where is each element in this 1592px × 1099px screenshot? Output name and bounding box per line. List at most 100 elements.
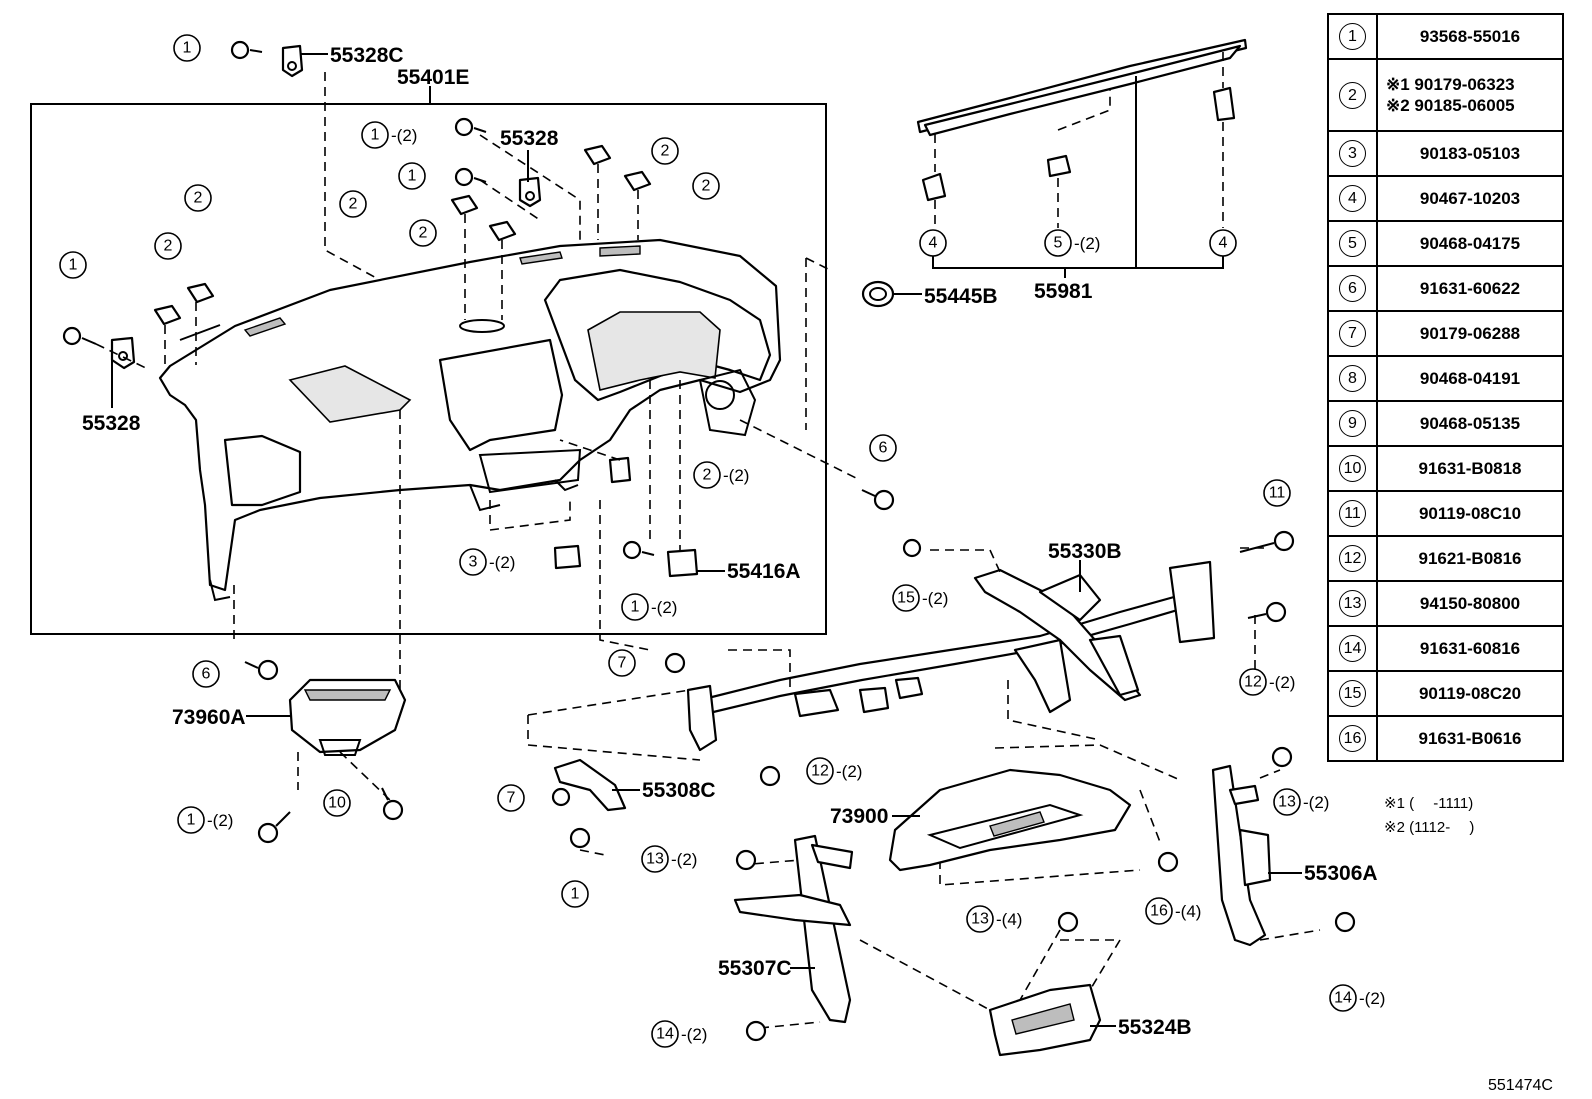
callout-number: 14 [656,1026,674,1043]
clips-55981[interactable] [921,86,1236,202]
lead-lines-55981 [934,52,1224,228]
callout-2: 2 [651,137,679,165]
callout-circle [1044,229,1072,257]
callout-circle [919,229,947,257]
parts-table-index: 12 [1327,535,1378,582]
defroster-nozzle-55981[interactable] [916,38,1248,268]
callout-circle [966,905,994,933]
callout-1: 1 [398,162,426,190]
index-circle: 14 [1339,635,1366,662]
parts-table-index: 7 [1327,310,1378,357]
callout-2: 2 [184,184,212,212]
callout-number: 2 [164,238,173,255]
callout-quantity: -(2) [391,126,417,145]
callout-number: 15 [897,590,915,607]
parts-table-part-number: 90468-04191 [1376,355,1564,402]
callout-number: 2 [194,190,203,207]
reinforcement-55330b[interactable] [686,560,1216,752]
callout-quantity: -(4) [996,910,1022,929]
callout-quantity: -(2) [651,598,677,617]
callout-14: 14-(2) [1329,984,1385,1012]
callout-4: 4 [1209,229,1237,257]
callout-2: 2 [692,172,720,200]
callout-circle [641,845,669,873]
bracket-55324b[interactable] [988,983,1102,1057]
callout-number: 7 [507,790,516,807]
nut-plates[interactable] [153,144,699,578]
parts-table-index: 16 [1327,715,1378,762]
instrument-panel-group-box [30,103,827,635]
callout-number: 4 [929,235,938,252]
instrument-panel-body[interactable] [158,238,782,602]
label-55328-left: 55328 [82,412,141,435]
callout-number: 11 [1269,485,1286,502]
callout-number: 10 [328,795,346,812]
callout-quantity: -(4) [1175,902,1201,921]
screws-lower-left[interactable] [244,489,895,844]
callout-7: 7 [608,649,636,677]
callout-circle [608,649,636,677]
lower-tray-73900[interactable] [888,768,1132,872]
parts-table-part-number: 90119-08C10 [1376,490,1564,537]
parts-table-index: 15 [1327,670,1378,717]
callout-number: 3 [469,554,478,571]
parts-table-index: 11 [1327,490,1378,537]
lead-lines-box [95,72,861,700]
callout-quantity: -(2) [723,466,749,485]
index-circle: 3 [1339,140,1366,167]
parts-table-row: 15 90119-08C20 [1327,670,1564,717]
index-circle: 8 [1339,365,1366,392]
callout-circle [693,461,721,489]
callout-circle [1209,229,1237,257]
callout-circle [173,34,201,62]
callout-number: 1 [69,257,78,274]
airbag-73960a[interactable] [288,678,407,756]
grommet-55445b[interactable] [861,280,895,308]
brace-55307c[interactable] [733,834,854,1024]
bracket-55308c[interactable] [553,758,627,812]
label-55308c: 55308C [642,779,716,802]
callout-number: 6 [202,666,211,683]
screws-box[interactable] [62,40,655,560]
parts-table-part-number: 91631-60816 [1376,625,1564,672]
callout-number: 13 [1278,794,1296,811]
illustration-reference-code: 551474C [1488,1077,1553,1094]
callout-number: 14 [1334,990,1352,1007]
brace-55306a[interactable] [1211,764,1272,947]
callout-circle [621,593,649,621]
parts-table-index: 3 [1327,130,1378,177]
callout-16: 16-(4) [1145,897,1201,925]
index-circle: 16 [1339,725,1366,752]
index-circle: 15 [1339,680,1366,707]
callout-quantity: -(2) [489,553,515,572]
label-55416a: 55416A [727,560,801,583]
clip-55328-top[interactable] [518,176,542,208]
callout-circle [192,660,220,688]
callout-1: 1 [59,251,87,279]
screws-center[interactable] [551,530,1356,1042]
callout-circle [398,162,426,190]
callout-14: 14-(2) [651,1020,707,1048]
clip-55328c[interactable] [281,44,304,78]
label-55328c: 55328C [330,44,404,67]
callout-quantity: -(2) [1074,234,1100,253]
parts-table-index: 14 [1327,625,1378,672]
callout-circle [561,880,589,908]
callout-circle [1273,788,1301,816]
part-number-variant: ※2 90185-06005 [1386,96,1515,115]
label-55306a: 55306A [1304,862,1378,885]
lead-lines-55330b [527,547,1321,1029]
callout-circle [59,251,87,279]
callout-circle [409,219,437,247]
parts-table-row: 14 91631-60816 [1327,625,1564,672]
callout-number: 4 [1219,235,1228,252]
parts-table-part-number: 90119-08C20 [1376,670,1564,717]
label-55330b: 55330B [1048,540,1122,563]
callout-circle [692,172,720,200]
index-circle: 11 [1339,500,1366,527]
parts-table-part-number: ※1 90179-06323※2 90185-06005 [1376,58,1564,132]
